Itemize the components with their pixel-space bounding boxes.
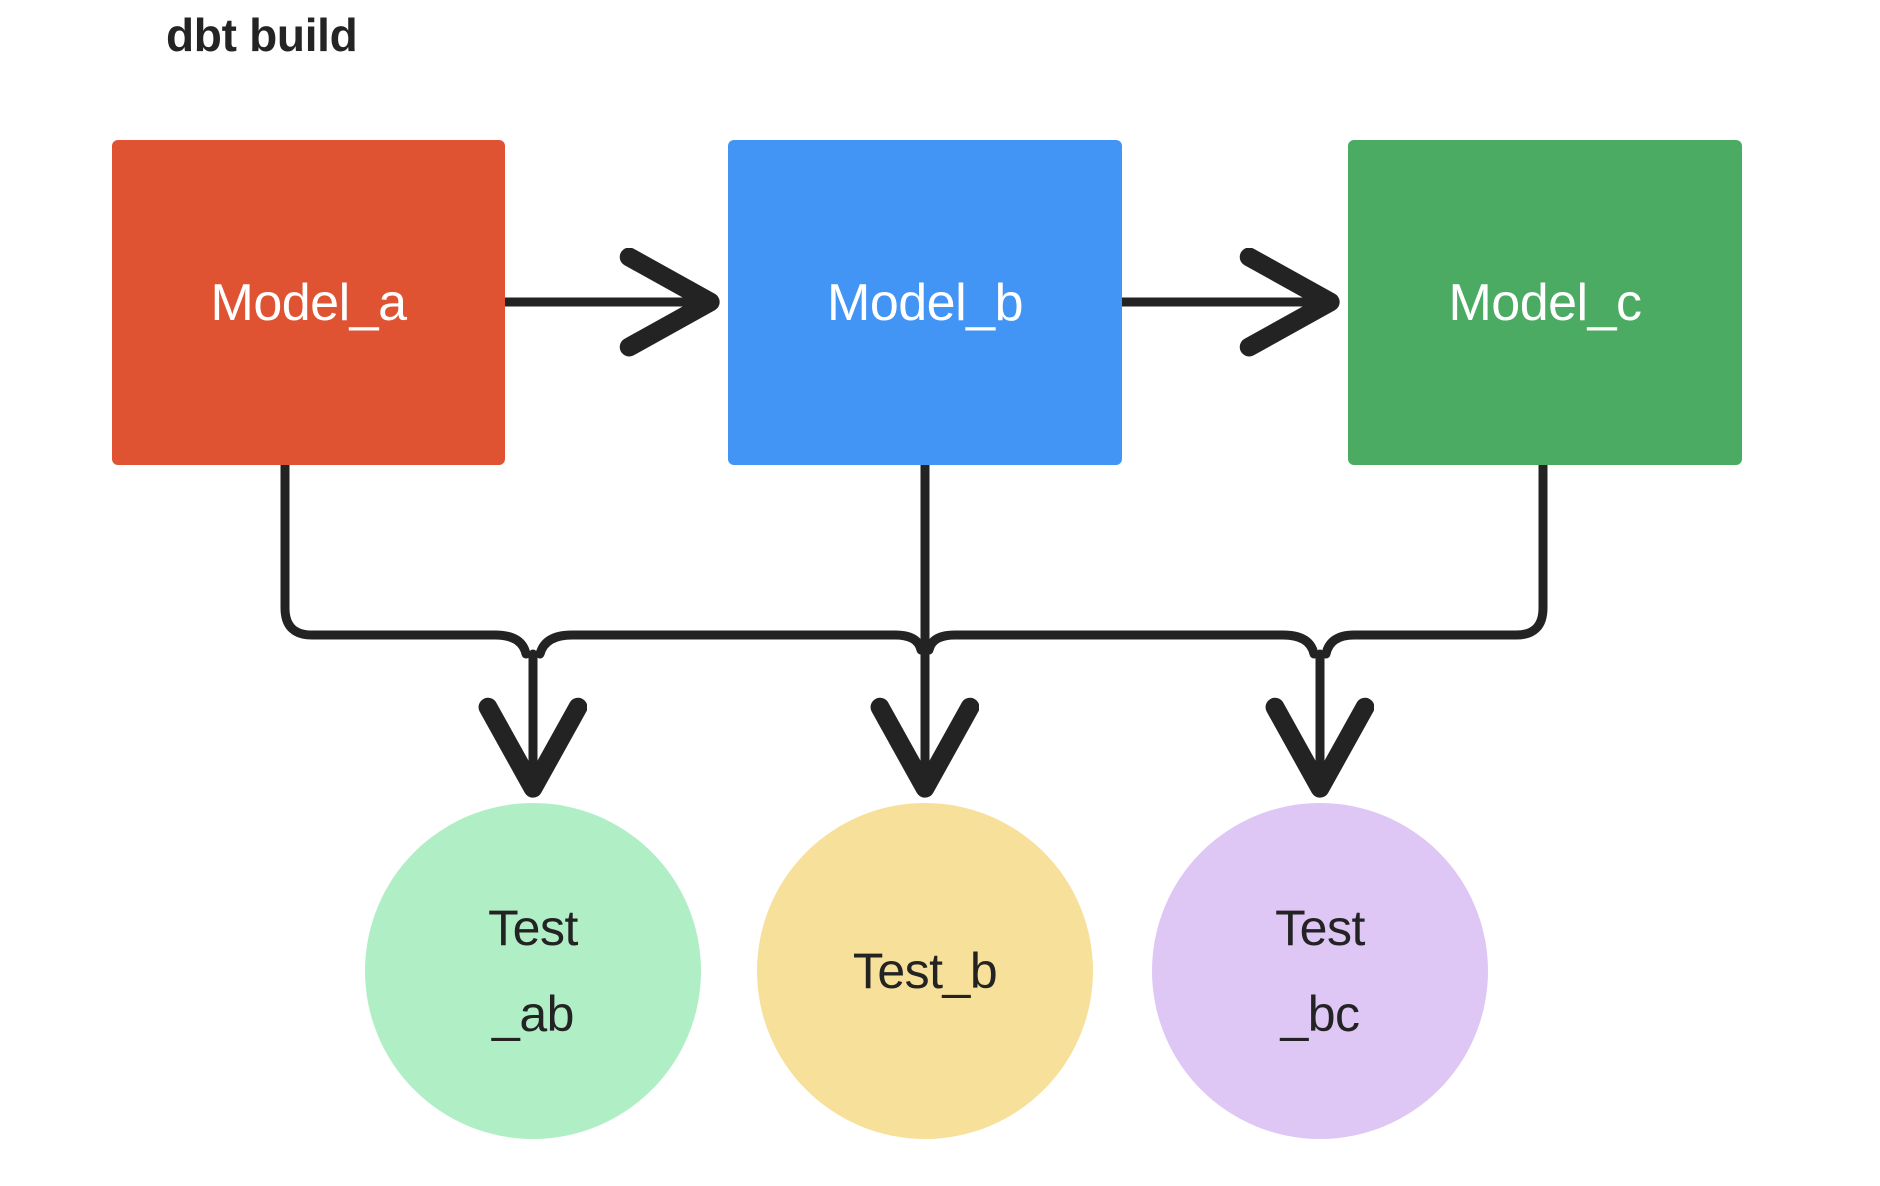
edge-bus-junction-right [1278,630,1319,659]
node-test-ab[interactable]: Test _ab [365,803,701,1139]
edge-model-a-to-bus [280,460,500,640]
node-model-a[interactable]: Model_a [112,140,505,465]
edge-bus-junction-left [490,630,531,659]
edge-bus-crossing-model-b [890,630,926,655]
node-test-bc[interactable]: Test _bc [1152,803,1488,1139]
node-test-b[interactable]: Test_b [757,803,1093,1139]
node-test-bc-label-line2: _bc [1280,986,1360,1042]
node-model-a-label: Model_a [210,273,407,332]
edge-model-c-to-bus [1321,460,1548,659]
edge-bus-crossing-model-b-right [924,630,1288,655]
node-test-b-label-line1: Test_b [852,943,998,999]
node-model-b[interactable]: Model_b [728,140,1122,465]
diagram-title: dbt build [166,9,358,61]
node-test-ab-label-line1: Test [488,900,578,956]
edge-bus-segment-mid-left [535,630,900,659]
node-test-bc-label-line1: Test [1275,900,1365,956]
node-model-b-label: Model_b [827,273,1023,332]
node-test-ab-label-line2: _ab [492,986,574,1042]
node-model-c-label: Model_c [1448,273,1642,332]
node-model-c[interactable]: Model_c [1348,140,1742,465]
